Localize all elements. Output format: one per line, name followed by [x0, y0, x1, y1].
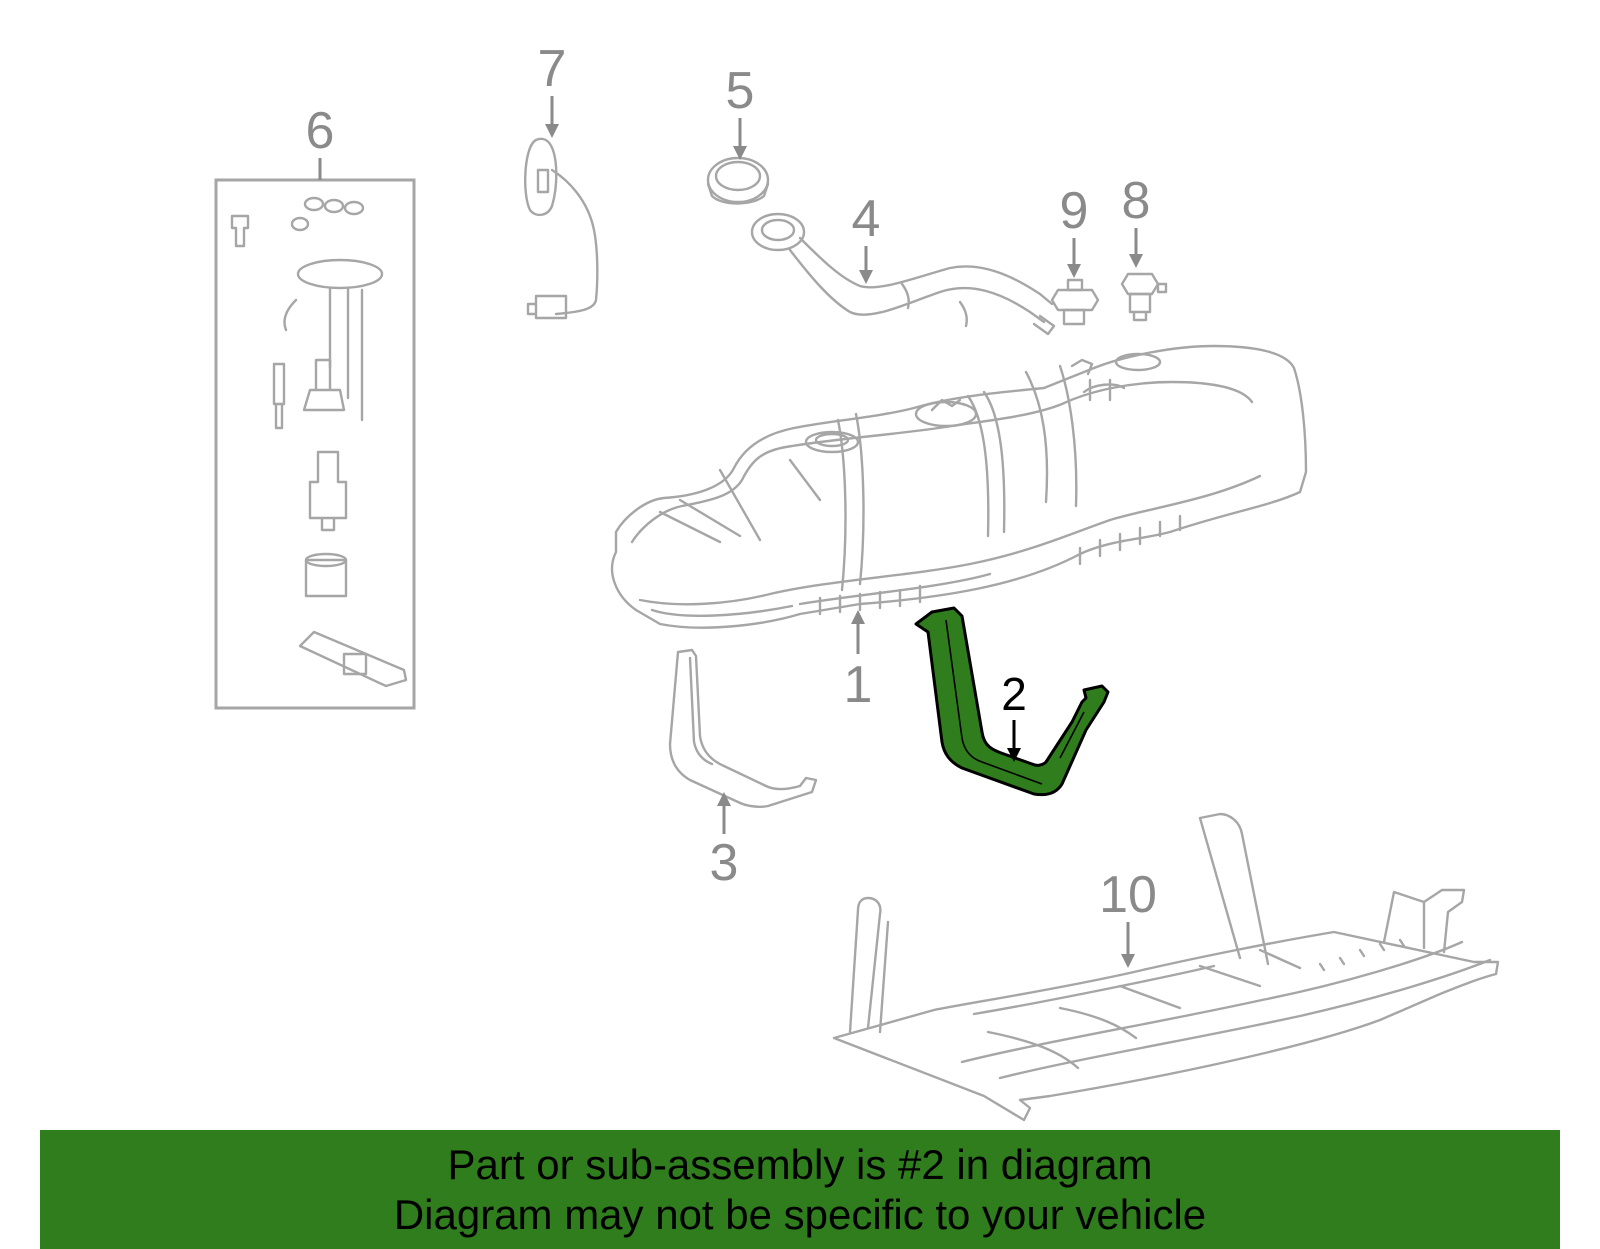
part-5-fuel-cap[interactable]	[706, 156, 770, 205]
svg-text:3: 3	[710, 834, 739, 892]
part-9-vent-valve[interactable]	[1050, 278, 1100, 326]
callout-9: 9	[1060, 182, 1089, 278]
part-3-fuel-tank-strap[interactable]	[668, 648, 818, 808]
svg-text:2: 2	[1001, 668, 1027, 720]
part-10-skid-plate[interactable]	[832, 812, 1500, 1122]
part-4-filler-neck[interactable]	[750, 212, 1056, 336]
callout-1: 1	[844, 610, 873, 714]
svg-text:6: 6	[306, 102, 335, 160]
part-8-rollover-valve[interactable]	[1120, 272, 1168, 322]
banner-disclaimer-text: Diagram may not be specific to your vehi…	[393, 1191, 1207, 1238]
svg-text:4: 4	[852, 190, 881, 248]
svg-text:1: 1	[844, 656, 873, 714]
part-7-sending-unit[interactable]	[524, 137, 599, 320]
part-info-banner: Part or sub-assembly is #2 in diagram Di…	[40, 1130, 1560, 1249]
callout-2: 2	[1001, 668, 1027, 762]
parts-diagram: 6 7 5 4 9	[214, 40, 1500, 1122]
part-6-fuel-pump-kit[interactable]	[214, 178, 416, 710]
callout-3: 3	[710, 792, 739, 892]
svg-text:5: 5	[726, 62, 755, 120]
callout-4: 4	[852, 190, 881, 284]
callout-10: 10	[1099, 866, 1157, 968]
callout-8: 8	[1122, 172, 1151, 268]
callout-7: 7	[538, 40, 567, 138]
svg-text:8: 8	[1122, 172, 1151, 230]
callout-5: 5	[726, 62, 755, 160]
svg-text:9: 9	[1060, 182, 1089, 240]
callout-6: 6	[306, 102, 335, 180]
part-2-fuel-tank-strap[interactable]	[914, 606, 1110, 797]
banner-part-text: Part or sub-assembly is #2 in diagram	[447, 1141, 1153, 1188]
svg-text:10: 10	[1099, 866, 1157, 924]
part-1-fuel-tank[interactable]	[610, 344, 1308, 629]
svg-text:7: 7	[538, 40, 567, 98]
